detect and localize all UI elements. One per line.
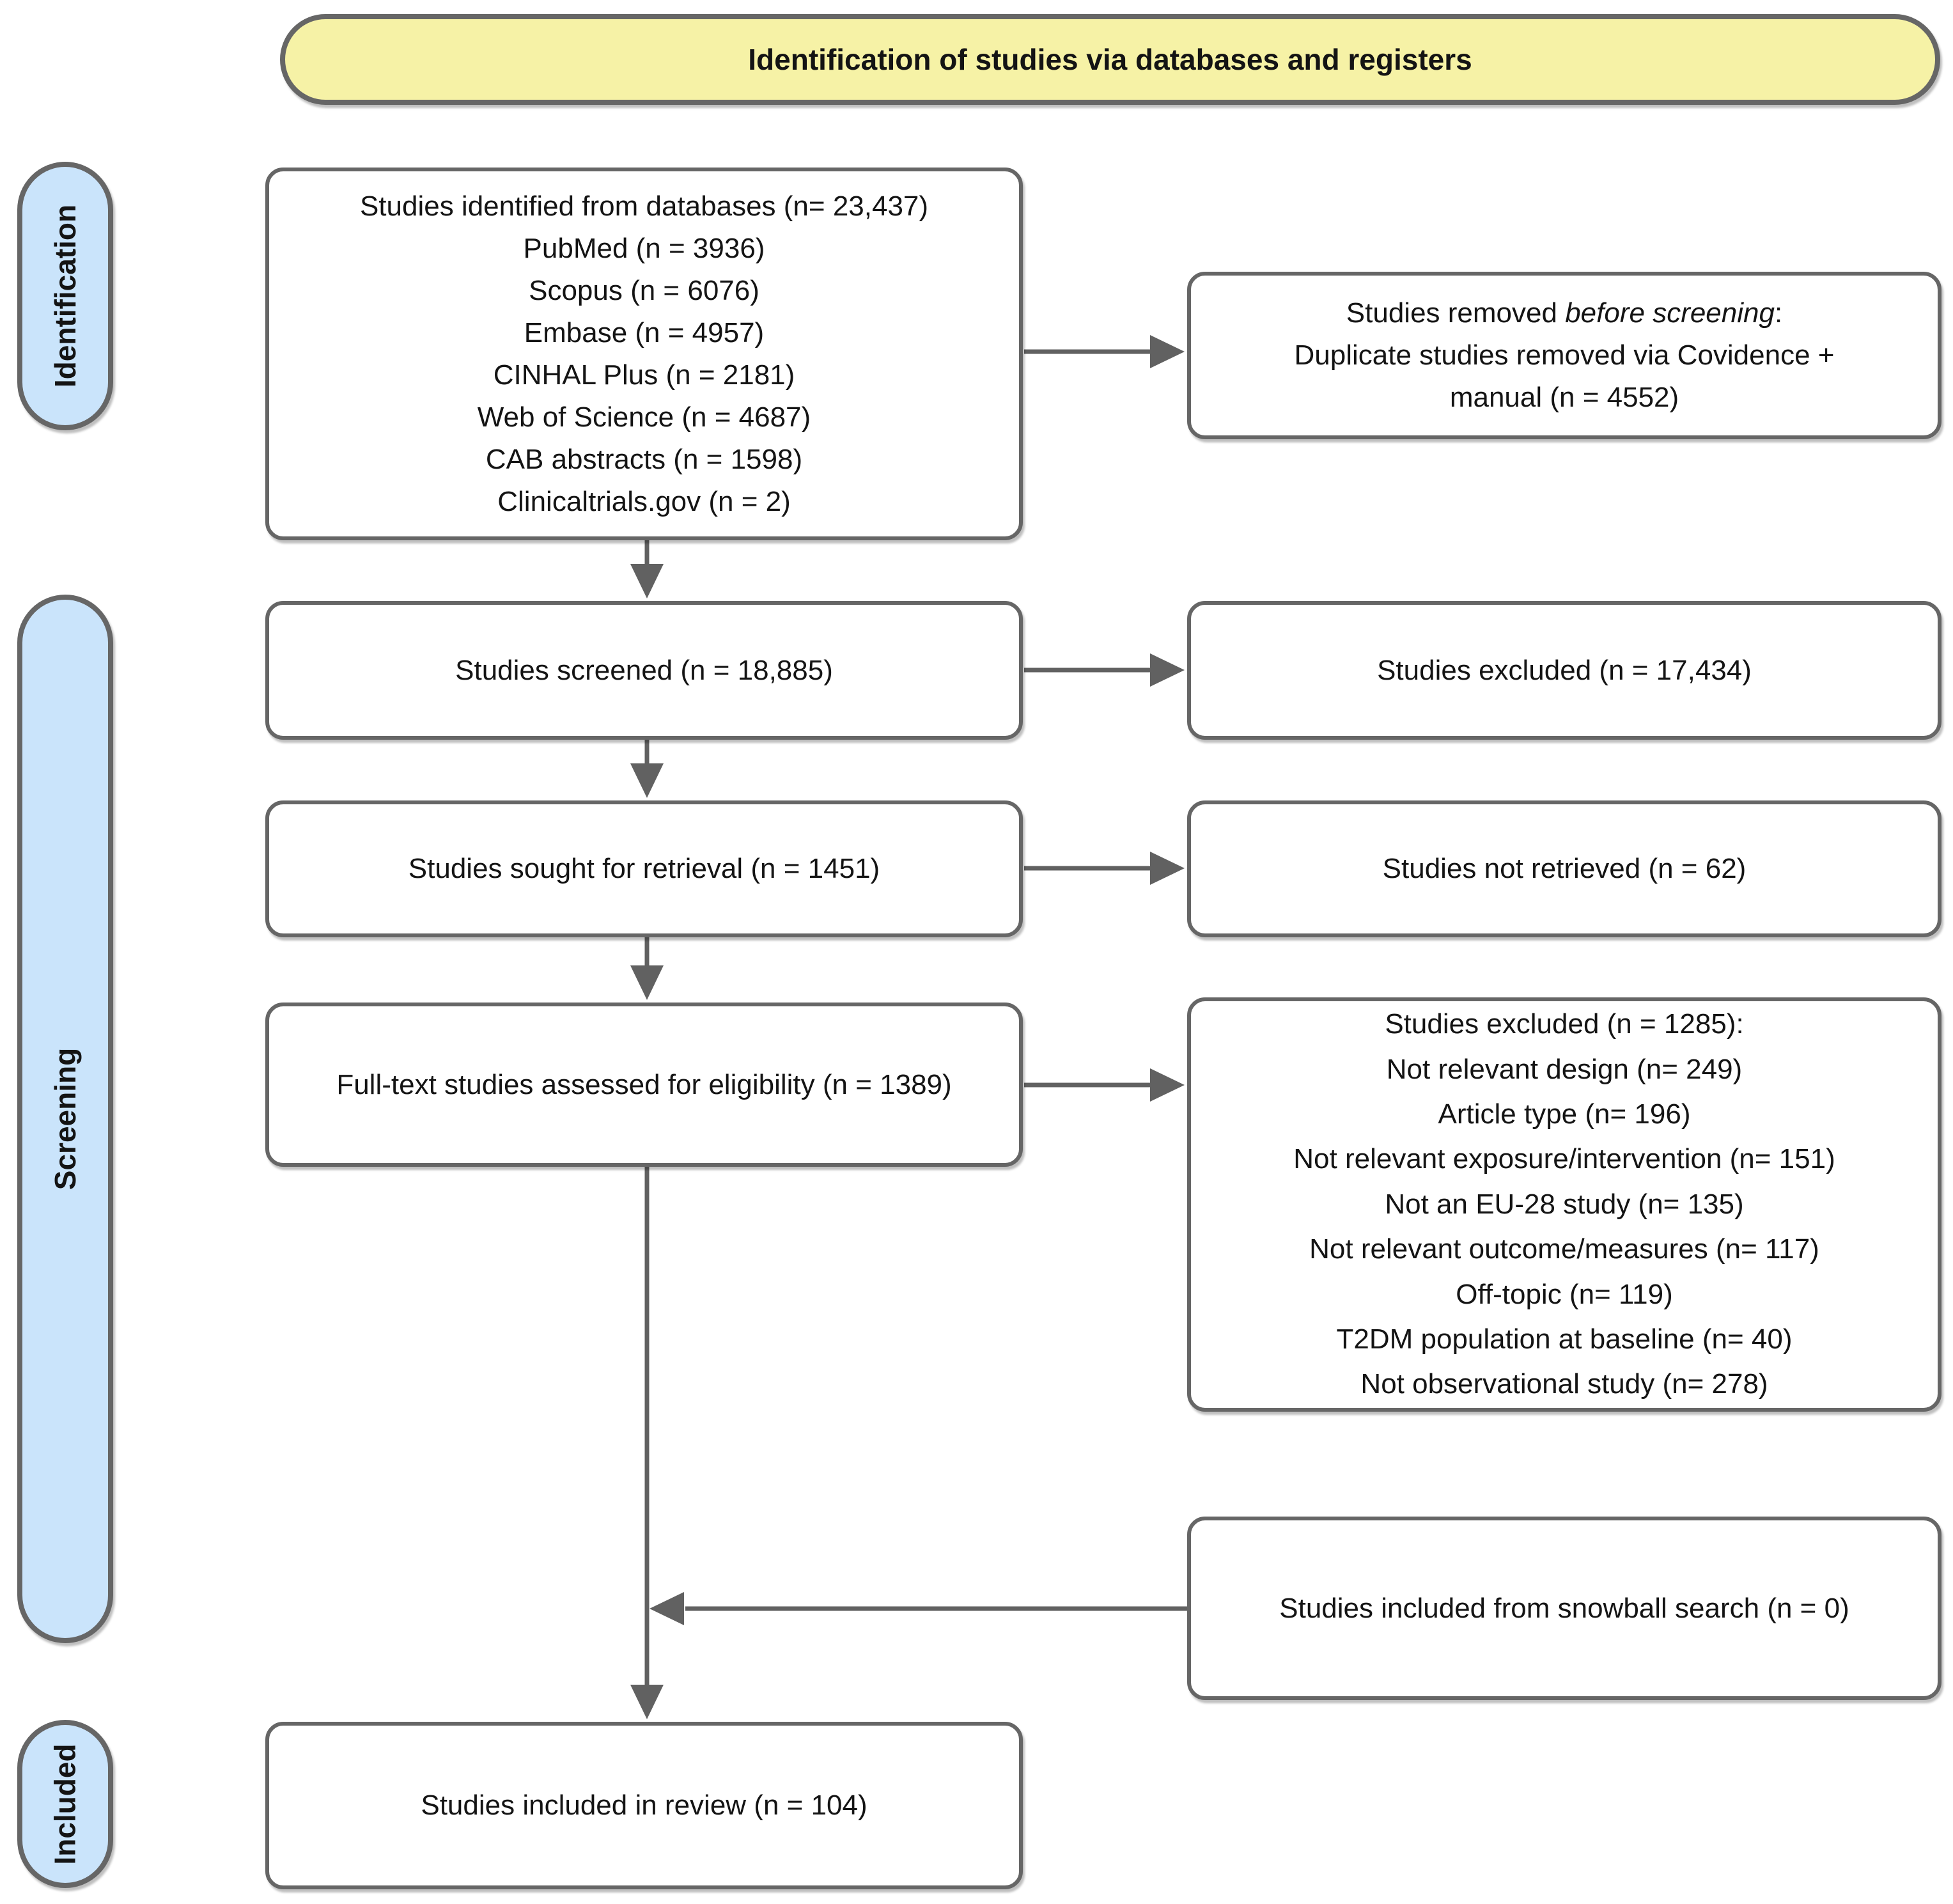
removed-heading: Studies removed before screening: xyxy=(1346,297,1783,329)
arrow-snowball-to-flow xyxy=(650,1592,1187,1625)
box-fulltext-assessed: Full-text studies assessed for eligibili… xyxy=(265,1003,1023,1167)
arrow-fulltext-to-excluded-fulltext xyxy=(1024,1068,1185,1102)
stage-pill-screening: Screening xyxy=(17,595,113,1643)
arrow-fulltext-to-included-review xyxy=(630,1167,664,1719)
stage-pill-identification: Identification xyxy=(17,162,113,430)
excluded-t2dm-baseline: T2DM population at baseline (n= 40) xyxy=(1336,1323,1793,1355)
box-studies-sought-retrieval: Studies sought for retrieval (n = 1451) xyxy=(265,800,1023,937)
banner-identification-of-studies: Identification of studies via databases … xyxy=(280,14,1940,105)
identified-embase: Embase (n = 4957) xyxy=(524,316,765,348)
box-studies-excluded-screening: Studies excluded (n = 17,434) xyxy=(1187,601,1941,740)
not-retrieved-label: Studies not retrieved (n = 62) xyxy=(1382,853,1747,884)
box-removed-before-screening: Studies removed before screening: Duplic… xyxy=(1187,272,1941,439)
excluded-not-eu28: Not an EU-28 study (n= 135) xyxy=(1385,1188,1744,1220)
identified-scopus: Scopus (n = 6076) xyxy=(529,274,759,306)
excluded-not-relevant-exposure: Not relevant exposure/intervention (n= 1… xyxy=(1293,1143,1835,1175)
excluded-not-relevant-design: Not relevant design (n= 249) xyxy=(1386,1053,1743,1085)
stage-label-screening: Screening xyxy=(49,1047,82,1190)
arrow-identified-to-screened xyxy=(630,540,664,598)
box-studies-excluded-fulltext: Studies excluded (n = 1285): Not relevan… xyxy=(1187,997,1941,1412)
box-studies-screened: Studies screened (n = 18,885) xyxy=(265,601,1023,740)
identified-cab-abstracts: CAB abstracts (n = 1598) xyxy=(485,443,803,475)
arrow-sought-to-not-retrieved xyxy=(1024,852,1185,885)
stage-pill-included: Included xyxy=(17,1720,113,1888)
identified-pubmed: PubMed (n = 3936) xyxy=(523,232,765,264)
screened-label: Studies screened (n = 18,885) xyxy=(455,654,833,686)
box-studies-not-retrieved: Studies not retrieved (n = 62) xyxy=(1187,800,1941,937)
box-studies-identified: Studies identified from databases (n= 23… xyxy=(265,168,1023,540)
included-review-label: Studies included in review (n = 104) xyxy=(421,1790,868,1821)
arrow-screened-to-sought xyxy=(630,740,664,798)
arrow-sought-to-fulltext xyxy=(630,937,664,1000)
excluded-fulltext-total: Studies excluded (n = 1285): xyxy=(1385,1008,1744,1040)
box-snowball-search: Studies included from snowball search (n… xyxy=(1187,1517,1941,1700)
excluded-not-relevant-outcome: Not relevant outcome/measures (n= 117) xyxy=(1309,1233,1819,1265)
excluded-screening-label: Studies excluded (n = 17,434) xyxy=(1377,654,1752,686)
excluded-not-observational: Not observational study (n= 278) xyxy=(1360,1368,1768,1400)
identified-total: Studies identified from databases (n= 23… xyxy=(359,190,929,222)
arrow-screened-to-excluded xyxy=(1024,653,1185,687)
identified-clinicaltrials: Clinicaltrials.gov (n = 2) xyxy=(497,485,791,517)
removed-body: Duplicate studies removed via Covidence … xyxy=(1294,339,1835,413)
banner-title: Identification of studies via databases … xyxy=(748,43,1472,76)
excluded-article-type: Article type (n= 196) xyxy=(1438,1098,1691,1130)
identified-web-of-science: Web of Science (n = 4687) xyxy=(477,401,811,433)
stage-label-identification: Identification xyxy=(49,204,82,388)
arrow-identified-to-removed xyxy=(1024,335,1185,368)
fulltext-label: Full-text studies assessed for eligibili… xyxy=(336,1068,952,1100)
snowball-label: Studies included from snowball search (n… xyxy=(1279,1592,1849,1624)
sought-label: Studies sought for retrieval (n = 1451) xyxy=(408,853,880,884)
excluded-off-topic: Off-topic (n= 119) xyxy=(1456,1278,1673,1310)
identified-cinhal: CINHAL Plus (n = 2181) xyxy=(493,359,795,391)
box-included-in-review: Studies included in review (n = 104) xyxy=(265,1722,1023,1889)
stage-label-included: Included xyxy=(49,1743,82,1865)
